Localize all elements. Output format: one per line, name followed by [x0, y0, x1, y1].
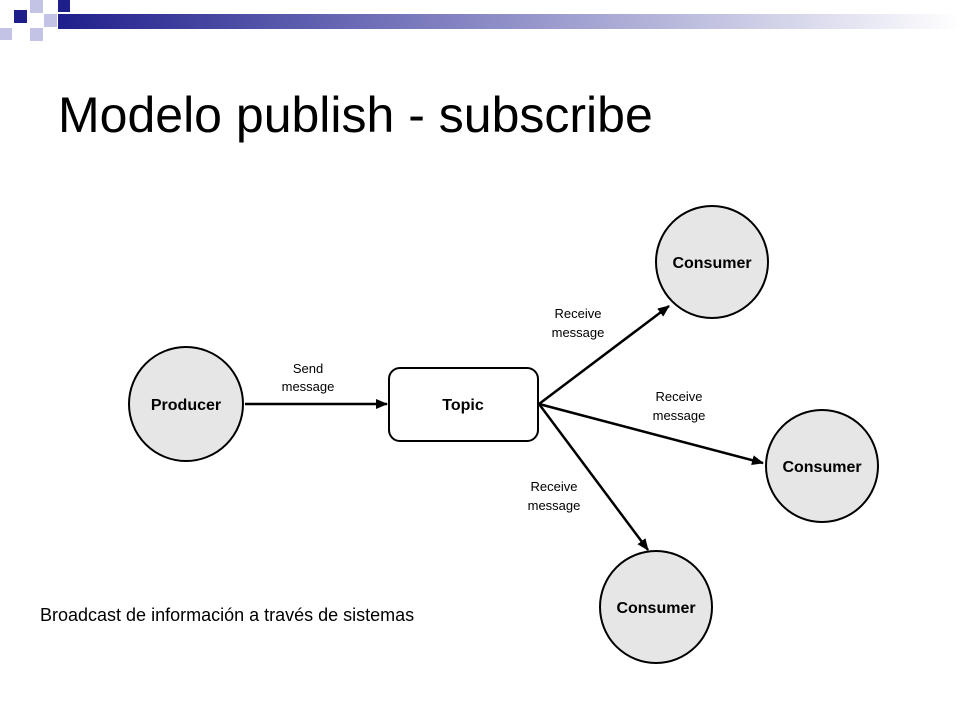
receive-message-arrow-right — [538, 402, 764, 466]
deco-square-light-1 — [30, 0, 43, 13]
header-decoration — [0, 0, 960, 41]
consumer-label-top: Consumer — [672, 255, 751, 272]
slide-caption: Broadcast de información a través de sis… — [40, 605, 415, 625]
svg-text:message: message — [282, 379, 335, 394]
deco-square-light-2 — [44, 14, 57, 27]
receive-message-arrow-bottom — [537, 403, 650, 551]
consumer-label-bottom: Consumer — [616, 600, 695, 617]
svg-text:message: message — [552, 325, 605, 340]
topic-node: Topic — [388, 367, 539, 442]
deco-square-navy-1 — [14, 10, 27, 23]
svg-text:Receive: Receive — [555, 306, 602, 321]
receive-message-arrow-top — [538, 305, 670, 405]
svg-text:message: message — [653, 408, 706, 423]
deco-square-light-3 — [30, 28, 43, 41]
deco-square-navy-2 — [58, 0, 70, 12]
consumer-node-right: Consumer — [765, 409, 879, 523]
topic-label: Topic — [442, 397, 484, 414]
producer-label: Producer — [151, 397, 221, 414]
consumer-node-bottom: Consumer — [599, 550, 713, 664]
svg-text:Receive: Receive — [531, 479, 578, 494]
svg-text:message: message — [528, 498, 581, 513]
receive-message-label-top: Receive message — [552, 306, 605, 340]
consumer-node-top: Consumer — [655, 205, 769, 319]
producer-node: Producer — [128, 346, 244, 462]
slide-title: Modelo publish - subscribe — [58, 87, 653, 143]
svg-text:Receive: Receive — [656, 389, 703, 404]
consumer-label-right: Consumer — [782, 459, 861, 476]
receive-message-label-right: Receive message — [653, 389, 706, 423]
deco-square-light-4 — [0, 28, 12, 40]
svg-text:Send: Send — [293, 361, 323, 376]
receive-message-label-bottom: Receive message — [528, 479, 581, 513]
header-gradient-band — [58, 14, 960, 29]
send-message-label: Send message — [282, 361, 335, 394]
